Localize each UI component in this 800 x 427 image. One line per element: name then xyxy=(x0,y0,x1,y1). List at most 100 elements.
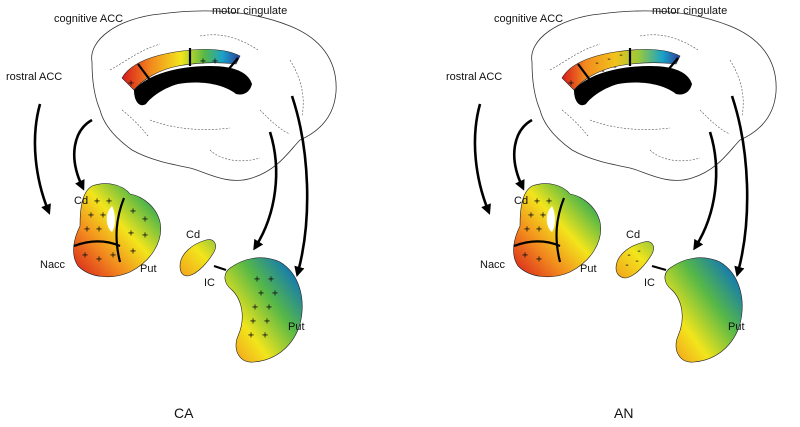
corpus-callosum xyxy=(134,66,252,106)
svg-text:+: + xyxy=(82,250,88,261)
svg-text:-: - xyxy=(618,50,624,61)
label-rostral-acc: rostral ACC xyxy=(6,71,62,83)
svg-text:+: + xyxy=(128,228,134,239)
svg-text:+: + xyxy=(528,210,534,221)
svg-text:+: + xyxy=(142,214,148,225)
panel-ca: + + + ++ ++ ++ ++ ++ ++ ++ ++ ++ ++ xyxy=(6,5,337,421)
cingulate-gyrus xyxy=(561,49,681,91)
label-nacc: Nacc xyxy=(40,259,66,271)
arrow-cognitive xyxy=(513,118,533,191)
label-put-left: Put xyxy=(580,263,597,275)
brain-gyri xyxy=(549,34,744,162)
cing-minus-symbols: --- -- xyxy=(594,50,624,77)
divider-rostral-cognitive xyxy=(137,63,151,81)
striatum-left-notch xyxy=(106,206,115,232)
caption-ca: CA xyxy=(174,405,194,421)
svg-text:-: - xyxy=(600,66,606,77)
label-motor-cingulate: motor cingulate xyxy=(212,5,287,17)
label-cd-right: Cd xyxy=(626,229,640,241)
putamen-right xyxy=(224,257,303,363)
label-nacc: Nacc xyxy=(480,259,506,271)
svg-text:+: + xyxy=(254,274,260,285)
svg-text:+: + xyxy=(96,224,102,235)
label-ic: IC xyxy=(644,277,655,289)
divider-motor-end xyxy=(667,57,679,71)
svg-text:+: + xyxy=(106,196,112,207)
svg-text:+: + xyxy=(536,224,542,235)
caudate-right-minus-symbols: -- -- xyxy=(624,246,642,271)
caption-an: AN xyxy=(614,405,633,421)
svg-text:+: + xyxy=(262,330,268,341)
ic-divider xyxy=(213,264,227,272)
label-put-right: Put xyxy=(288,321,305,333)
svg-text:+: + xyxy=(536,254,542,265)
putamen-right xyxy=(664,257,743,363)
svg-text:+: + xyxy=(252,302,258,313)
svg-text:+: + xyxy=(100,210,106,221)
label-put-right: Put xyxy=(728,321,745,333)
svg-text:+: + xyxy=(272,288,278,299)
putamen-right-symbols: ++ ++ ++ ++ ++ xyxy=(248,274,278,341)
divider-motor-end xyxy=(227,57,239,71)
divider-rostral-cognitive xyxy=(577,63,591,81)
svg-text:+: + xyxy=(264,316,270,327)
svg-text:+: + xyxy=(268,274,274,285)
svg-text:-: - xyxy=(594,58,600,69)
cing-plus: + xyxy=(568,78,574,89)
svg-text:+: + xyxy=(248,330,254,341)
label-cd-left: Cd xyxy=(74,195,88,207)
striatum-left-divider xyxy=(115,197,126,263)
svg-text:+: + xyxy=(96,254,102,265)
label-put-left: Put xyxy=(140,263,157,275)
panel-an: + --- -- ++ ++ ++ ++ -- -- cognitive ACC… xyxy=(446,5,777,421)
label-cd-right: Cd xyxy=(186,229,200,241)
striatum-left-notch xyxy=(546,206,555,232)
striatum-left-symbols: ++ ++ ++ ++ xyxy=(522,196,552,265)
svg-text:+: + xyxy=(88,210,94,221)
label-rostral-acc: rostral ACC xyxy=(446,71,502,83)
arrow-rostral xyxy=(473,103,491,215)
svg-text:+: + xyxy=(130,246,136,257)
brain-outline xyxy=(91,10,337,181)
label-cd-left: Cd xyxy=(514,195,528,207)
svg-text:-: - xyxy=(634,256,640,267)
arrow-motor-2 xyxy=(730,95,749,278)
arrow-rostral xyxy=(33,103,51,215)
svg-text:+: + xyxy=(540,210,546,221)
brain-gyri xyxy=(109,34,304,162)
cingulate-gyrus xyxy=(121,49,241,91)
svg-text:+: + xyxy=(534,196,540,207)
ic-divider xyxy=(651,264,667,272)
svg-text:-: - xyxy=(612,62,618,73)
svg-text:+: + xyxy=(84,224,90,235)
svg-text:+: + xyxy=(522,250,528,261)
svg-text:-: - xyxy=(636,246,642,257)
svg-text:+: + xyxy=(546,196,552,207)
striatum-left-symbols: ++ ++ ++ ++ ++ ++ ++ xyxy=(82,196,148,265)
cing-plus: + xyxy=(200,56,206,67)
svg-text:+: + xyxy=(94,196,100,207)
svg-text:-: - xyxy=(626,250,632,261)
caudate-right xyxy=(179,239,216,277)
svg-text:+: + xyxy=(266,302,272,313)
svg-text:+: + xyxy=(524,224,530,235)
label-cognitive-acc: cognitive ACC xyxy=(54,13,123,25)
svg-text:+: + xyxy=(250,316,256,327)
cing-plus: + xyxy=(212,56,218,67)
svg-text:+: + xyxy=(130,206,136,217)
corpus-callosum xyxy=(574,66,692,106)
svg-text:+: + xyxy=(142,230,148,241)
arrow-motor-1 xyxy=(253,131,278,251)
caudate-right xyxy=(615,241,654,279)
striatum-left-divider xyxy=(555,197,566,263)
svg-text:-: - xyxy=(606,54,612,65)
arrow-motor-1 xyxy=(693,131,718,251)
svg-text:+: + xyxy=(110,250,116,261)
label-cognitive-acc: cognitive ACC xyxy=(494,13,563,25)
label-ic: IC xyxy=(204,277,215,289)
cing-plus: + xyxy=(128,78,134,89)
striatum-left-divider xyxy=(73,240,121,248)
striatum-left-divider xyxy=(513,240,561,248)
